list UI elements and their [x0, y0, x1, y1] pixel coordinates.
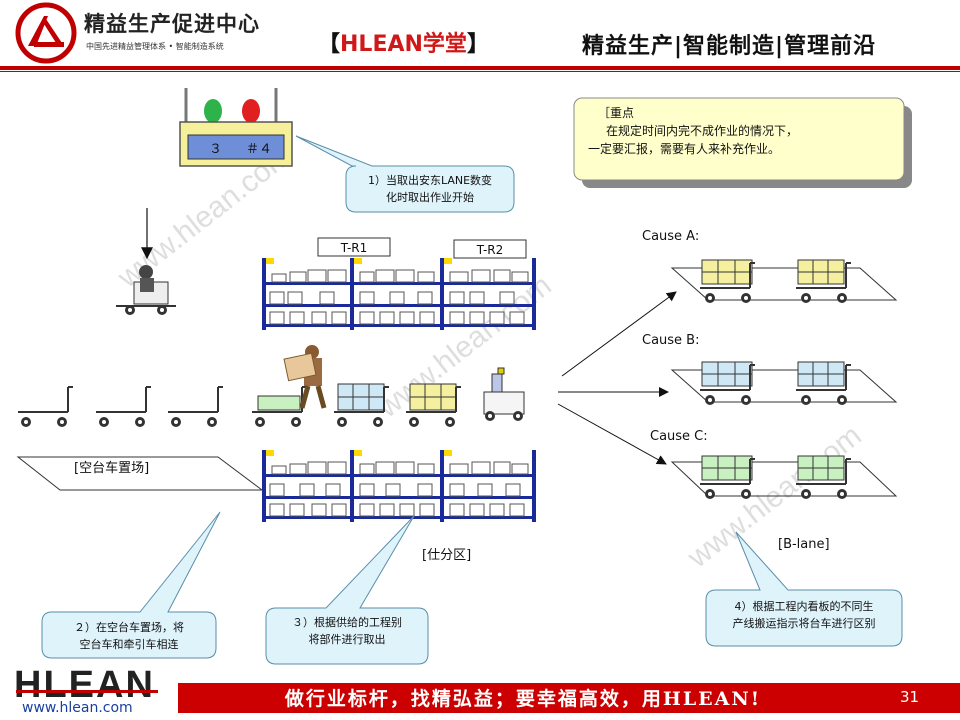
page-number: 31: [900, 688, 920, 706]
cart-train: [17, 367, 525, 427]
brand-hlean: HLEAN: [340, 32, 423, 57]
footer-url[interactable]: www.hlean.com: [22, 700, 133, 716]
tr2-label-box: [453, 239, 527, 259]
callout-3-text: ３）根据供给的工程别 将部件进行取出: [266, 614, 428, 648]
cause-a-lane: [670, 259, 898, 303]
note-box: [573, 97, 905, 181]
andon-signal-board: [179, 88, 293, 167]
callout-1-line1: 1）当取出安东LANE数变: [367, 174, 493, 187]
callout-4-text: 4）根据工程内看板的不同生 产线搬运指示将台车进行区别: [706, 598, 902, 632]
note-line2: 在规定时间内完不成作业的情况下，: [606, 124, 799, 138]
org-name: 精益生产促进中心: [84, 12, 260, 36]
cause-b-label: Cause B:: [642, 333, 700, 348]
callout-4-line1: 4）根据工程内看板的不同生: [734, 600, 874, 613]
tow-tractor-icon: [483, 367, 525, 421]
header-divider-thin: [0, 71, 960, 72]
note-line1: ［重点: [598, 106, 635, 120]
callout-3-line1: ３）根据供给的工程别: [292, 616, 402, 629]
tr1-label-box: [317, 237, 391, 257]
brand-bracket-left: 【: [318, 32, 341, 57]
upper-rack: [262, 258, 536, 330]
board-left-number: ３: [209, 142, 222, 157]
sorting-area-label: [仕分区]: [422, 548, 472, 563]
tr2-label: T-R2: [476, 243, 504, 257]
red-lamp-icon: [242, 99, 260, 123]
key-point-note: ［重点 在规定时间内完不成作业的情况下， 一定要汇报，需要有人来补充作业。: [588, 104, 798, 158]
footer-logo: HLEAN: [14, 664, 155, 706]
empty-cart-area-label: [空台车置场]: [74, 461, 150, 476]
callout-2-text: ２）在空台车置场，将 空台车和牵引车相连: [42, 619, 216, 653]
cause-b-lane: [670, 361, 898, 405]
hlean-emblem-logo: [15, 2, 77, 64]
brand-title: 【HLEAN学堂】: [318, 26, 489, 58]
callout-2-line2: 空台车和牵引车相连: [79, 638, 179, 651]
cause-c-lane: [670, 455, 898, 499]
footer-slogan: 做行业标杆，找精弘益；要幸福高效，用HLEAN!: [284, 688, 762, 710]
callout-3-bubble: [265, 515, 429, 665]
header-right-title: 精益生产|智能制造|管理前沿: [582, 34, 877, 59]
callout-1-text: 1）当取出安东LANE数变 化时取出作业开始: [346, 172, 514, 206]
callout-1-line2: 化时取出作业开始: [386, 191, 474, 204]
callout-4-line2: 产线搬运指示将台车进行区别: [732, 617, 876, 630]
green-lamp-icon: [204, 99, 222, 123]
tractor-icon: [116, 265, 176, 315]
worker-carrying-box-icon: [283, 345, 327, 409]
cause-a-label: Cause A:: [642, 229, 700, 244]
brand-xuetang: 学堂: [422, 32, 467, 57]
note-line3: 一定要汇报，需要有人来补充作业。: [588, 142, 781, 156]
callout-2-bubble: [41, 511, 221, 659]
board-right-number: ＃４: [246, 142, 272, 157]
footer-bar: [178, 683, 960, 713]
callout-1-bubble: [295, 135, 515, 213]
callout-2-line1: ２）在空台车置场，将: [74, 621, 184, 634]
footer-logo-underline: [16, 690, 158, 693]
empty-cart-area-outline: [16, 456, 264, 491]
header-divider: [0, 66, 960, 70]
brand-bracket-right: 】: [466, 32, 489, 57]
org-subtitle: 中国先进精益管理体系 • 智能制造系统: [86, 42, 224, 51]
tr1-label: T-R1: [340, 241, 368, 255]
cause-c-label: Cause C:: [650, 429, 708, 444]
arrow-to-cause-c: [557, 403, 667, 465]
callout-4-bubble: [705, 531, 903, 647]
process-diagram: ３ ＃４ T-R1: [16, 88, 912, 665]
lower-rack: [262, 450, 536, 522]
slide-header: 精益生产促进中心 中国先进精益管理体系 • 智能制造系统 【HLEAN学堂】 精…: [0, 0, 960, 72]
callout-3-line2: 将部件进行取出: [308, 633, 386, 646]
b-lane-label: [B-lane]: [778, 537, 830, 552]
arrow-to-cause-a: [561, 291, 677, 377]
